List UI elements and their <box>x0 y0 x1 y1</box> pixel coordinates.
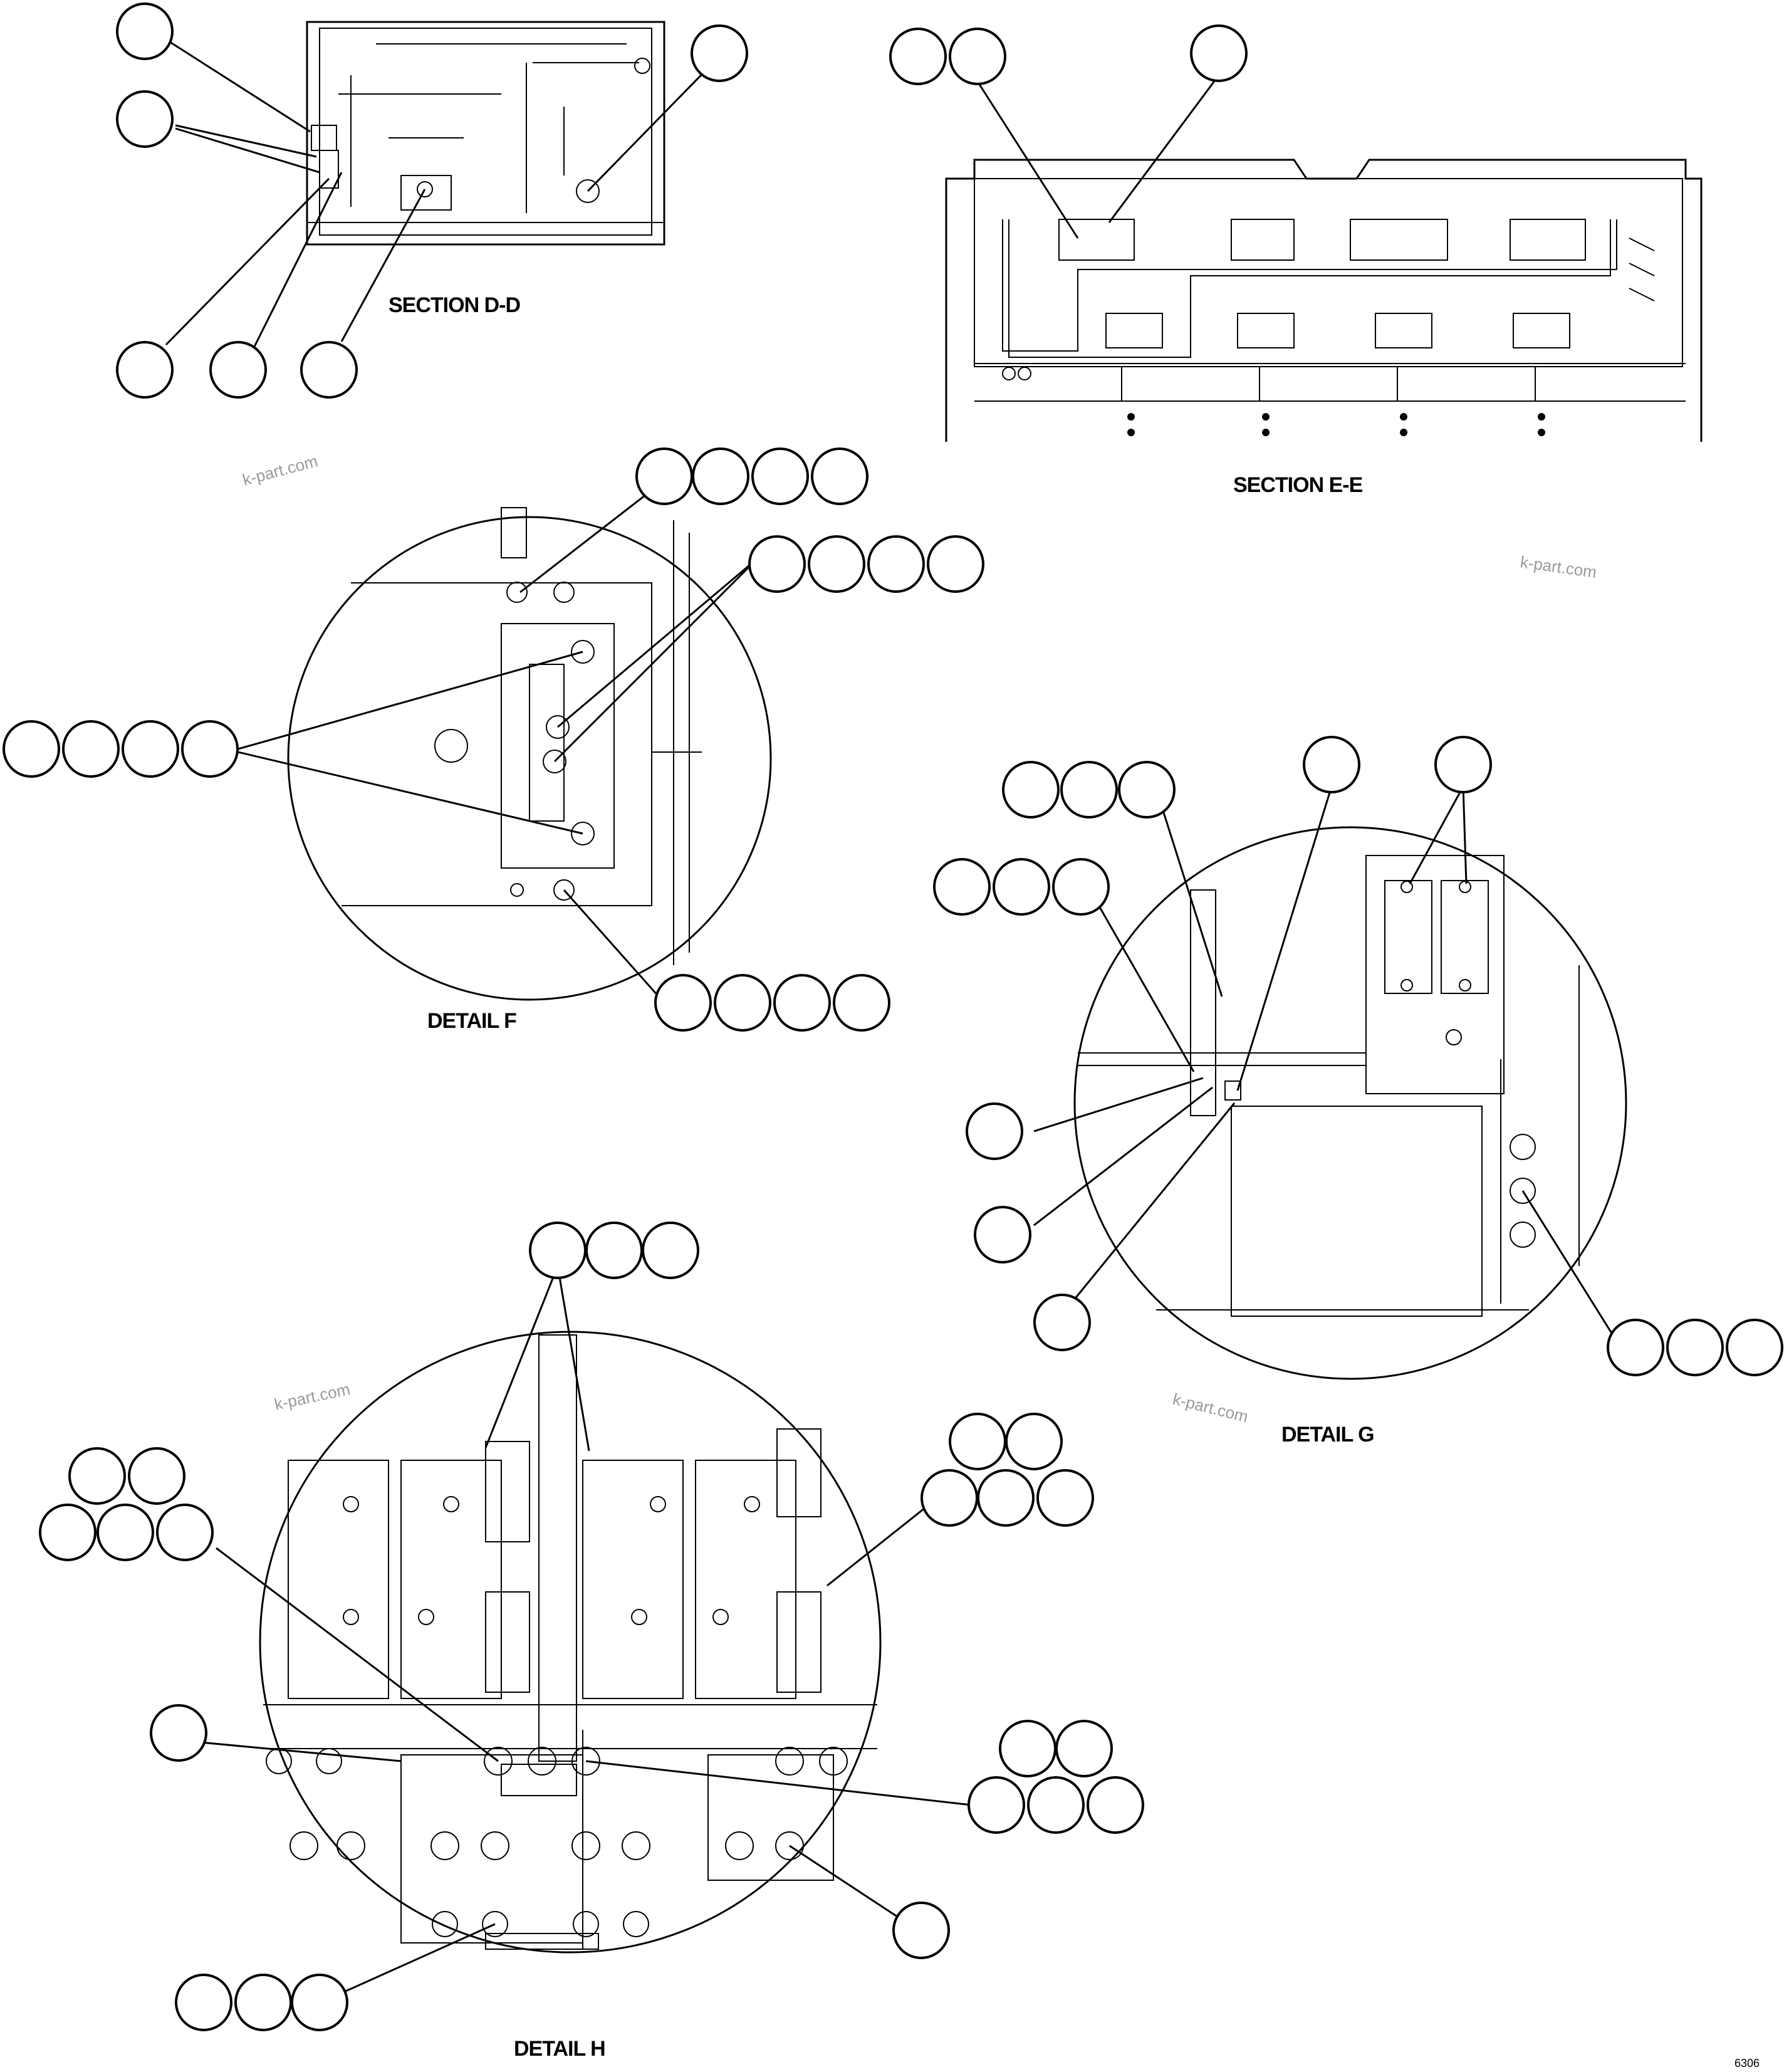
detail-f-callouts <box>3 447 984 1032</box>
detail-g-view <box>1073 826 1627 1380</box>
detail-g-caption: DETAIL G <box>1281 1423 1374 1447</box>
document-code: 6306 <box>1734 2057 1760 2069</box>
section-ee-view <box>945 159 1703 442</box>
section-dd-caption: SECTION D-D <box>389 293 520 317</box>
detail-f-caption: DETAIL F <box>427 1009 516 1033</box>
watermark: k-part.com <box>273 1379 352 1414</box>
detail-h-view <box>259 1331 882 1954</box>
watermark: k-part.com <box>241 451 320 489</box>
section-ee-caption: SECTION E-E <box>1233 473 1363 497</box>
watermark: k-part.com <box>1519 552 1598 582</box>
section-dd-callouts <box>116 3 748 399</box>
detail-g-callouts <box>933 736 1783 1376</box>
detail-f-view <box>287 507 772 1001</box>
section-dd-view <box>306 21 665 246</box>
detail-h-caption: DETAIL H <box>514 2037 605 2061</box>
watermark: k-part.com <box>1171 1389 1250 1426</box>
section-ee-callouts <box>889 24 1248 239</box>
detail-h-callouts <box>39 1222 1144 2031</box>
